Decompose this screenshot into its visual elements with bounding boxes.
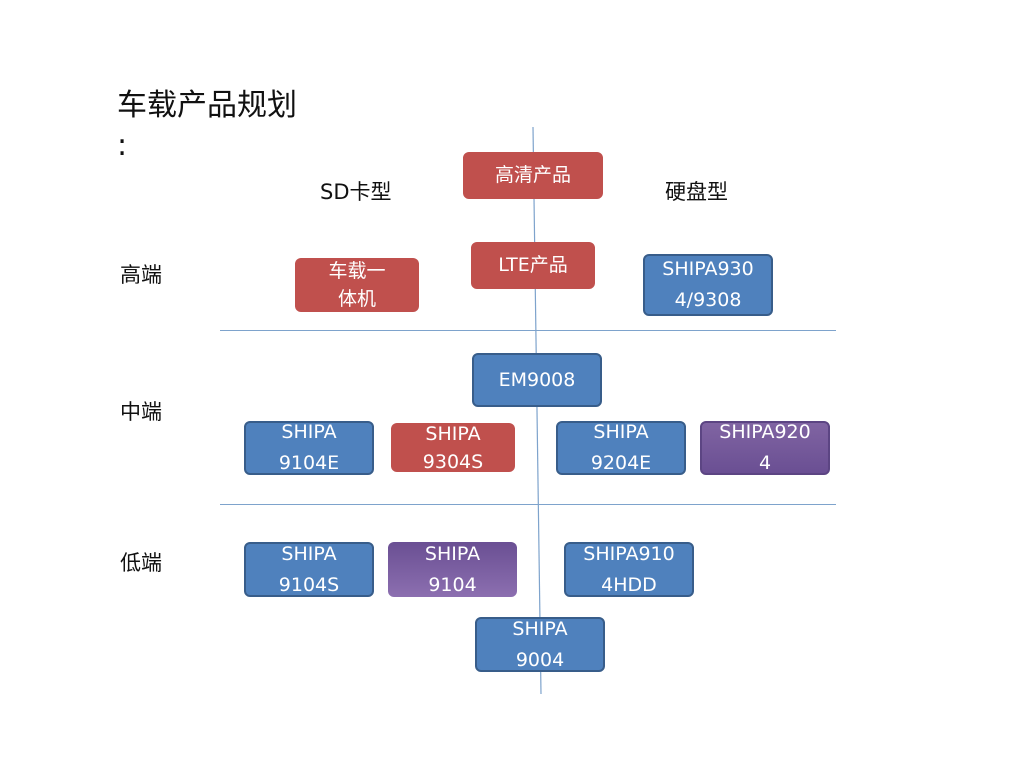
node-label: EM9008	[498, 368, 576, 391]
node-label-line2: 4/9308	[674, 289, 742, 311]
node-label-line1: SHIPA	[593, 421, 649, 443]
node-shipa-9104s[interactable]: SHIPA 9104S	[244, 542, 374, 597]
page-title: 车载产品规划 :	[117, 88, 297, 163]
node-label-line1: SHIPA	[425, 422, 481, 445]
column-header-sd: SD卡型	[320, 180, 392, 204]
node-shipa-9304s[interactable]: SHIPA 9304S	[391, 422, 515, 473]
divider-high-mid	[220, 330, 836, 331]
row-header-mid: 中端	[120, 400, 162, 424]
node-shipa-9104e[interactable]: SHIPA 9104E	[244, 421, 374, 475]
node-label-line1: SHIPA920	[719, 421, 811, 443]
node-label: 高清产品	[494, 164, 571, 186]
node-label-line2: 4	[758, 452, 772, 474]
row-header-high: 高端	[120, 263, 162, 287]
node-label-line2: 4HDD	[601, 573, 657, 596]
node-label-line2: 9104S	[278, 573, 340, 596]
node-shipa-9304-9308[interactable]: SHIPA930 4/9308	[643, 254, 773, 316]
column-header-hdd: 硬盘型	[665, 180, 728, 204]
node-shipa-9204[interactable]: SHIPA920 4	[700, 421, 830, 475]
node-label-line2: 9104E	[278, 452, 340, 474]
node-label-line1: SHIPA	[281, 421, 337, 443]
node-label-line1: 车载一	[328, 260, 386, 282]
node-label-line2: 9004	[515, 648, 565, 671]
node-label-line1: SHIPA910	[583, 542, 675, 565]
node-label: LTE产品	[498, 254, 568, 276]
node-em9008[interactable]: EM9008	[472, 353, 602, 407]
node-label-line2: 9204E	[590, 452, 652, 474]
node-label-line2: 体机	[337, 288, 376, 310]
divider-mid-low	[220, 504, 836, 505]
node-vehicle-unit[interactable]: 车载一体机	[295, 258, 419, 312]
node-label-line1: SHIPA	[281, 542, 337, 565]
node-label-line1: SHIPA930	[662, 258, 754, 280]
node-hd-product[interactable]: 高清产品	[463, 152, 603, 199]
row-header-low: 低端	[120, 551, 162, 575]
node-label-line1: SHIPA	[512, 617, 568, 640]
node-label-line2: 9104	[428, 573, 477, 596]
node-shipa-9104[interactable]: SHIPA 9104	[388, 542, 517, 597]
node-shipa-9104hdd[interactable]: SHIPA910 4HDD	[564, 542, 694, 597]
node-label-line1: SHIPA	[424, 542, 481, 565]
node-label-line2: 9304S	[422, 450, 484, 473]
node-shipa-9004[interactable]: SHIPA 9004	[475, 617, 605, 672]
node-lte-product[interactable]: LTE产品	[471, 242, 595, 289]
node-shipa-9204e[interactable]: SHIPA 9204E	[556, 421, 686, 475]
